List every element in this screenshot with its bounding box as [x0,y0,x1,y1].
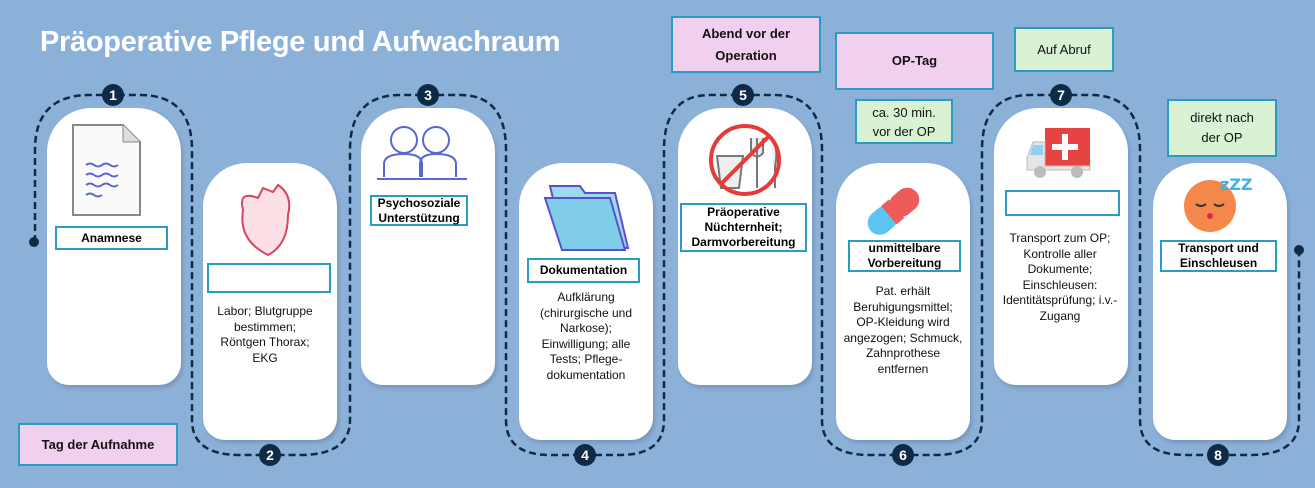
timing-tag-aufnahme: Tag der Aufnahme [18,423,178,466]
path-end-dot [1294,245,1304,255]
step-label-psychosoziale: Psychosoziale Unterstützung [370,195,468,226]
step-label-nuechternheit: Präoperative Nüchternheit; Darmvorbereit… [680,203,807,252]
step-label-dokumentation: Dokumentation [527,258,640,283]
document-icon [72,124,141,216]
step-label-vorbereitung: unmittelbare Vorbereitung [848,240,961,272]
step-number-8: 8 [1207,444,1229,466]
step-number-5: 5 [732,84,754,106]
step-label-transport: Transport und Einschleusen [1160,240,1277,272]
ambulance-icon [1026,128,1091,178]
step-number-7: 7 [1050,84,1072,106]
path-start-dot [29,237,39,247]
heart-icon [241,183,291,257]
folder-icon [543,185,630,251]
timing-tag-30-min: ca. 30 min. vor der OP [855,99,953,144]
step-desc-2: Labor; Blutgruppe bestimmen; Röntgen Tho… [217,304,313,365]
step-number-1: 1 [102,84,124,106]
step-desc-6: Pat. erhält Beruhigungsmittel; OP-Kleidu… [843,284,963,376]
step-number-3: 3 [417,84,439,106]
no-food-icon [709,124,781,196]
people-icon [377,126,467,180]
step-number-2: 2 [259,444,281,466]
sleeping-face-icon: zZZ [1184,175,1253,232]
page-title: Präoperative Pflege und Aufwachraum [40,26,561,58]
svg-text:zZZ: zZZ [1220,175,1253,194]
step-label-anamnese: Anamnese [55,226,168,250]
step-desc-7: Transport zum OP; Kontrolle aller Dokume… [1002,231,1118,323]
timing-tag-op-tag: OP-Tag [835,32,994,90]
step-label-2-empty [207,263,331,293]
pill-icon [867,187,920,235]
timing-tag-auf-abruf: Auf Abruf [1014,27,1114,72]
timing-tag-direkt: direkt nach der OP [1167,99,1277,157]
step-number-4: 4 [574,444,596,466]
step-desc-4: Aufklärung (chirurgische und Narkose); E… [539,290,633,382]
step-label-7-empty [1005,190,1120,216]
step-number-6: 6 [892,444,914,466]
timing-tag-abend: Abend vor der Operation [671,16,821,73]
